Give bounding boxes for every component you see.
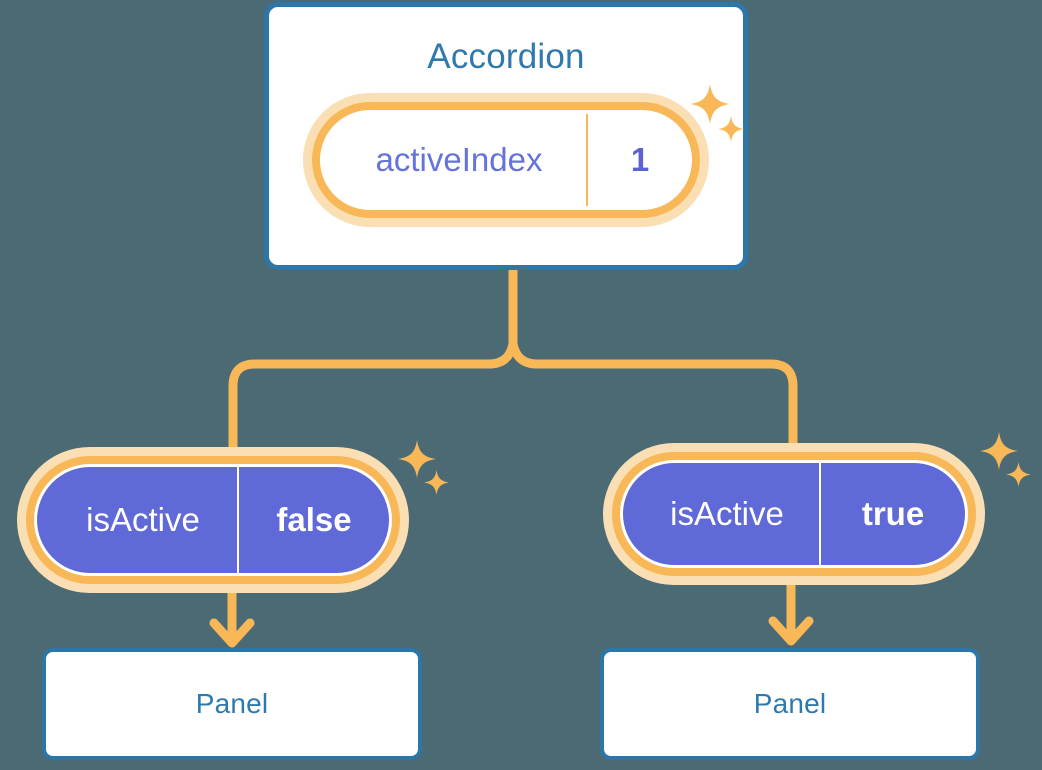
prop-badge-divider-right xyxy=(819,463,821,565)
connector-branches xyxy=(228,339,798,465)
panel-card-title-right: Panel xyxy=(753,688,827,719)
prop-badge-inner-left: isActive false xyxy=(37,467,389,573)
prop-badge-key-left: isActive xyxy=(86,501,200,538)
arrow-head-right xyxy=(768,616,814,646)
state-badge-divider xyxy=(586,114,588,206)
state-badge-value: 1 xyxy=(630,141,650,178)
four-point-sparkle-icon xyxy=(980,432,1018,470)
arrow-head-left xyxy=(209,618,255,648)
prop-badge-value-left: false xyxy=(276,501,352,538)
four-point-sparkle-icon xyxy=(398,440,436,478)
state-badge-active-index[interactable]: activeIndex 1 xyxy=(312,102,700,218)
state-badge-key: activeIndex xyxy=(375,141,543,178)
prop-badge-inner-right: isActive true xyxy=(623,463,965,565)
accordion-card-title: Accordion xyxy=(427,37,585,76)
four-point-sparkle-icon-small xyxy=(424,470,449,495)
four-point-sparkle-icon-small xyxy=(1006,462,1031,487)
panel-card-title-left: Panel xyxy=(195,688,269,719)
prop-badge-is-active-false[interactable]: isActive false xyxy=(26,456,400,584)
prop-badge-key-right: isActive xyxy=(670,495,784,532)
sparkle-group-left xyxy=(398,440,460,502)
sparkle-group-right xyxy=(980,432,1042,494)
prop-badge-is-active-true[interactable]: isActive true xyxy=(612,452,976,576)
prop-badge-value-right: true xyxy=(861,495,925,532)
prop-badge-divider-left xyxy=(237,467,239,573)
panel-component-card-right[interactable]: Panel xyxy=(600,648,980,760)
panel-component-card-left[interactable]: Panel xyxy=(42,648,422,760)
